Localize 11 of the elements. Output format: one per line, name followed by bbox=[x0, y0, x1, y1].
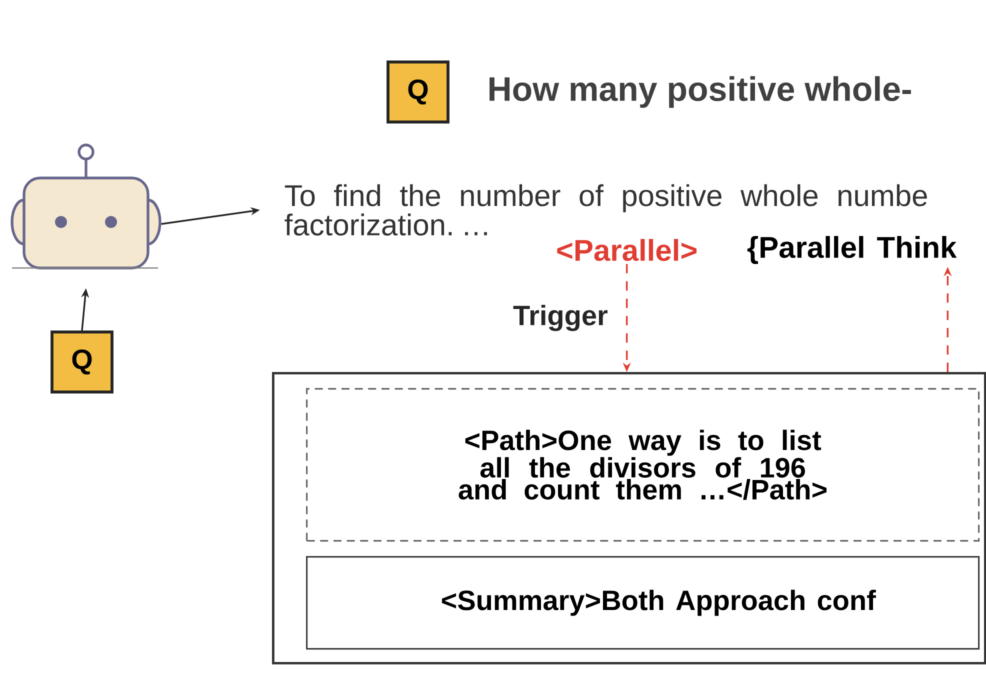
edge-label: Trigger bbox=[513, 304, 608, 332]
parallel-tag: <Parallel> bbox=[557, 238, 696, 261]
question-box: Q bbox=[386, 60, 450, 124]
summary-box: <Summary>Both Approach conf bbox=[306, 556, 980, 650]
question-box: Q bbox=[50, 330, 114, 394]
parallel-thinking-text: {Parallel Think bbox=[747, 236, 957, 264]
reasoning-text: To find the number of positive whole numbe factorization. … bbox=[284, 184, 927, 236]
path-box: <Path>One way is to list all the divisors of 196 and count them …</Path> bbox=[306, 388, 980, 542]
robot-drawing bbox=[10, 144, 162, 270]
container-box bbox=[272, 372, 986, 664]
question-text: How many positive whole- bbox=[490, 76, 911, 108]
